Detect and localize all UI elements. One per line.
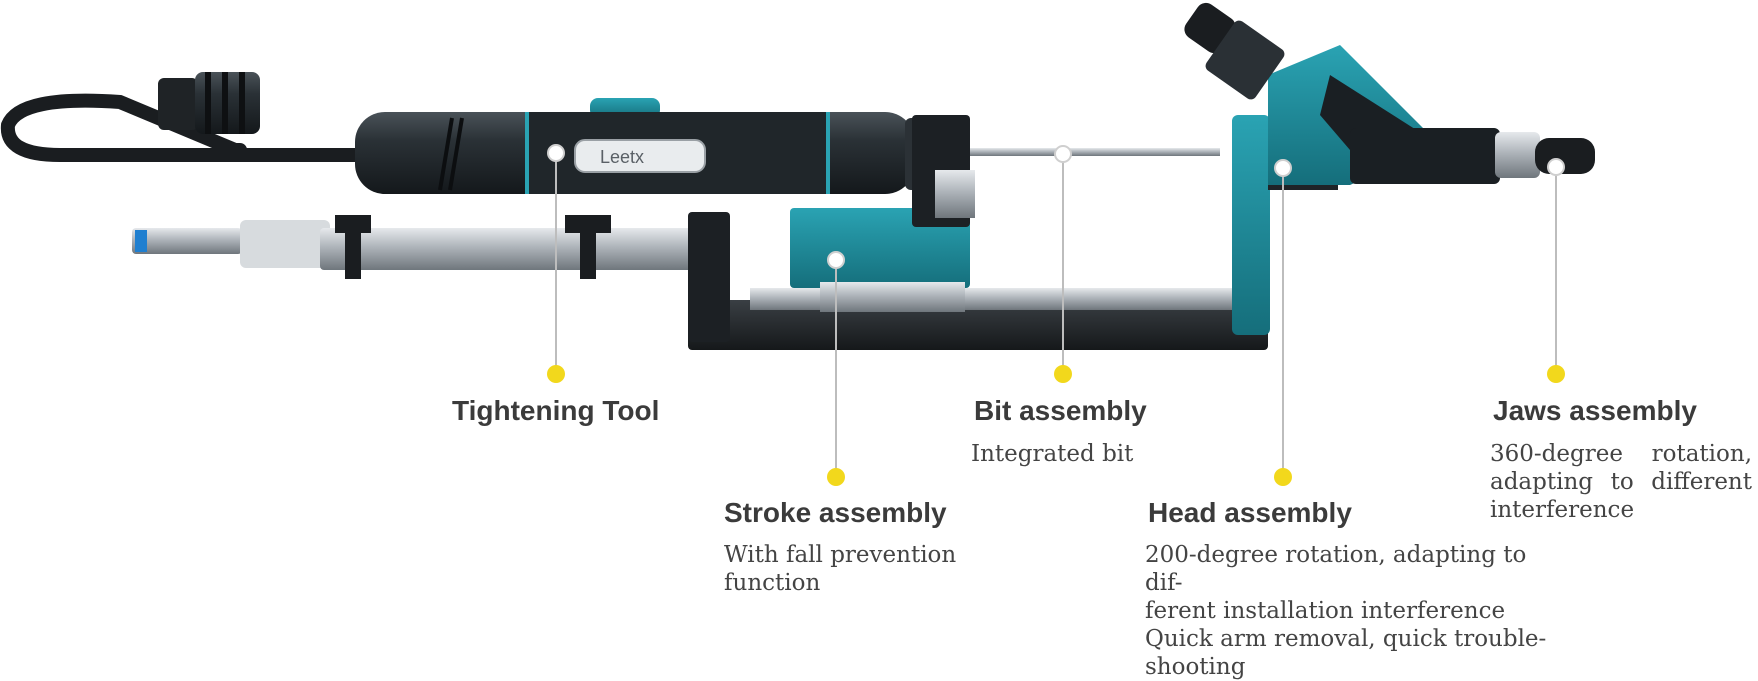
bit-assembly-title: Bit assembly bbox=[974, 395, 1147, 426]
tightening-tool-title: Tightening Tool bbox=[452, 395, 660, 426]
jaws-assembly-desc: 360-degree rotation, adapting to differe… bbox=[1490, 441, 1752, 523]
head-assembly-desc: 200-degree rotation, adapting to dif- fe… bbox=[1145, 542, 1547, 680]
brand-label: Leetx bbox=[600, 147, 644, 167]
stroke-carriage bbox=[790, 115, 975, 312]
bit-assembly-desc: Integrated bit bbox=[971, 441, 1134, 467]
jaws-assembly-title: Jaws assembly bbox=[1493, 395, 1697, 426]
head-assembly-title: Head assembly bbox=[1148, 497, 1352, 528]
stroke-assembly-title: Stroke assembly bbox=[724, 497, 947, 528]
stroke-assembly-desc: With fall prevention function bbox=[724, 542, 957, 596]
cable-connector bbox=[158, 72, 260, 134]
tightening-tool-body: Leetx bbox=[355, 98, 945, 194]
stroke-cylinder bbox=[132, 215, 700, 279]
power-cable bbox=[0, 93, 367, 162]
base-rail bbox=[688, 212, 1268, 350]
leader-lines bbox=[555, 154, 1557, 477]
product-illustration: Leetx bbox=[0, 2, 1595, 486]
bit-shaft bbox=[945, 148, 1220, 156]
marker-dots bbox=[547, 365, 1565, 486]
anchor-rings bbox=[547, 144, 1565, 269]
